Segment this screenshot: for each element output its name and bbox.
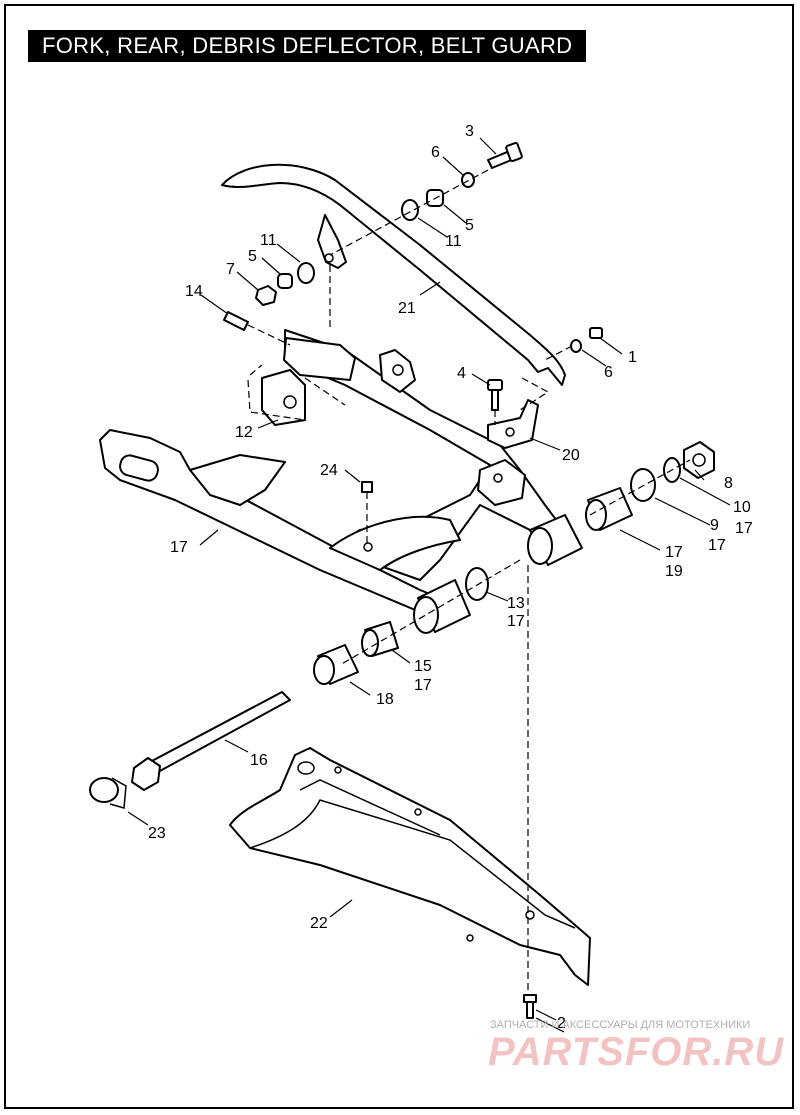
callout-labels: 1 2 3 4 5 5 6 6 7 8 9 10 11 11 12 13 14 … [148,123,753,1032]
callout-17-bushing: 17 [665,544,683,561]
callout-6-top: 6 [431,144,440,161]
watermark-tagline: ЗАПЧАСТИ И АКСЕССУАРЫ ДЛЯ МОТОТЕХНИКИ [490,1019,751,1031]
callout-5-left: 5 [248,248,257,265]
callout-19: 19 [665,563,683,580]
callout-3: 3 [465,123,474,140]
callout-5-right: 5 [465,217,474,234]
debris-deflector [221,163,566,386]
callout-23: 23 [148,825,166,842]
callout-11-left: 11 [260,232,277,249]
callout-22: 22 [310,915,328,932]
callout-7: 7 [226,261,235,278]
callout-17-ring: 17 [735,520,753,537]
callout-9: 9 [710,517,719,534]
assembly-lines [247,169,691,990]
callout-16: 16 [250,752,268,769]
callout-18: 18 [376,691,394,708]
hardware-parts [89,141,715,1019]
callout-17-sleeve: 17 [414,677,432,694]
belt-guard [229,747,591,986]
callout-1: 1 [628,349,637,366]
callout-17-swingarm: 17 [170,539,188,556]
pivot-bushing-right [527,514,583,566]
callout-6-right: 6 [604,364,613,381]
pivot-bushing-left [413,579,471,634]
callout-17-spacer: 17 [708,537,726,554]
page-title: FORK, REAR, DEBRIS DEFLECTOR, BELT GUARD [28,30,587,62]
callout-8: 8 [724,475,733,492]
callout-10: 10 [733,499,751,516]
callout-21: 21 [398,300,416,317]
callout-11-right: 11 [445,233,462,250]
page-border [4,4,794,1109]
callout-4: 4 [457,365,466,382]
watermark-logo: PARTSFOR.RU [488,1030,785,1074]
callout-12: 12 [235,424,253,441]
leader-lines [127,137,731,1033]
callout-14: 14 [185,283,203,300]
callout-17-washer: 17 [507,613,525,630]
callout-20: 20 [562,447,580,464]
callout-13: 13 [507,595,525,612]
callout-2: 2 [557,1015,566,1032]
callout-15: 15 [414,658,432,675]
callout-24: 24 [320,462,338,479]
